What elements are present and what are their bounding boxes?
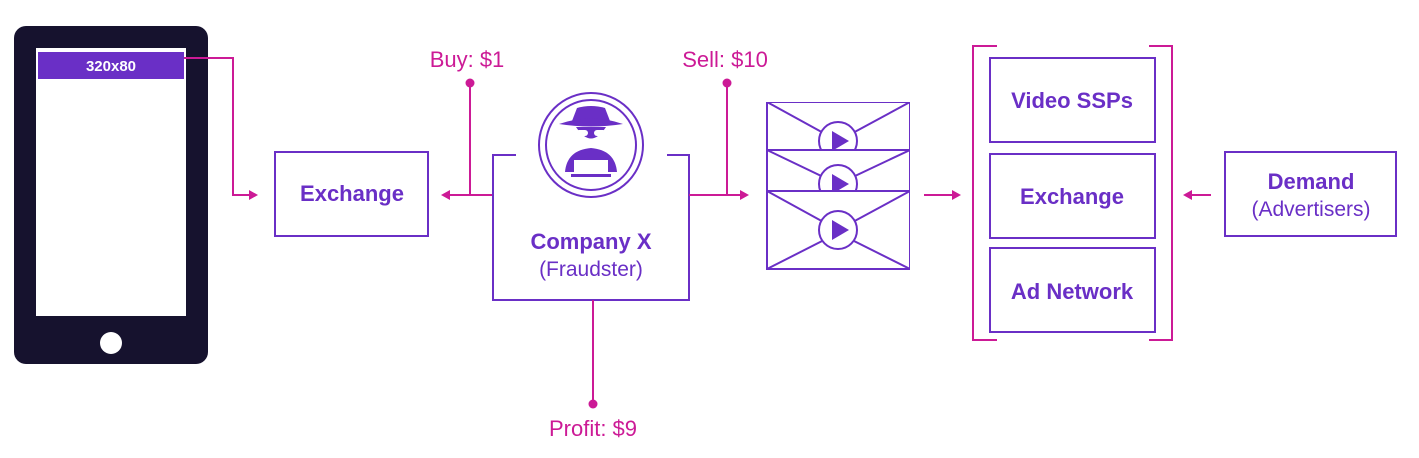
home-button	[100, 332, 122, 354]
buy-annotation: Buy: $1	[430, 47, 505, 195]
profit-annotation: Profit: $9	[549, 300, 637, 441]
ad-network-label: Ad Network	[1011, 279, 1134, 304]
phone-to-exchange-arrow	[184, 57, 258, 200]
phone-screen	[36, 48, 186, 316]
fraudster-name: Company X	[530, 229, 651, 254]
video-ssps-box: Video SSPs	[989, 57, 1156, 143]
ad-banner-label: 320x80	[86, 58, 136, 75]
sell-label: Sell: $10	[682, 47, 768, 72]
demand-role: (Advertisers)	[1251, 198, 1370, 221]
mobile-phone: 320x80	[14, 26, 208, 364]
ad-banner	[38, 52, 184, 79]
spy-icon	[538, 92, 644, 198]
demand-box: Demand (Advertisers)	[1224, 151, 1397, 237]
exchange-box-left: Exchange	[274, 151, 429, 237]
exchange-left-label: Exchange	[300, 181, 404, 206]
platform-group: Video SSPs Exchange Ad Network	[972, 45, 1173, 341]
video-envelope-icon	[766, 149, 910, 204]
fraudster-to-video-arrow	[689, 190, 749, 200]
video-to-platforms-arrow	[924, 190, 961, 200]
exchange-right-label: Exchange	[1020, 184, 1124, 209]
fraudster-role: (Fraudster)	[539, 258, 643, 281]
sell-annotation: Sell: $10	[682, 47, 768, 195]
demand-to-platforms-arrow	[1183, 190, 1211, 200]
fraudster-box: Company X (Fraudster)	[492, 92, 690, 301]
demand-name: Demand	[1268, 169, 1355, 194]
buy-label: Buy: $1	[430, 47, 505, 72]
exchange-box-right: Exchange	[989, 153, 1156, 239]
ad-network-box: Ad Network	[989, 247, 1156, 333]
profit-label: Profit: $9	[549, 416, 637, 441]
video-ssps-label: Video SSPs	[1011, 88, 1133, 113]
video-envelope-icon	[766, 102, 910, 161]
video-stack	[766, 102, 910, 270]
fraudster-to-exchange-arrow	[441, 190, 493, 200]
video-envelope-icon	[766, 190, 910, 270]
